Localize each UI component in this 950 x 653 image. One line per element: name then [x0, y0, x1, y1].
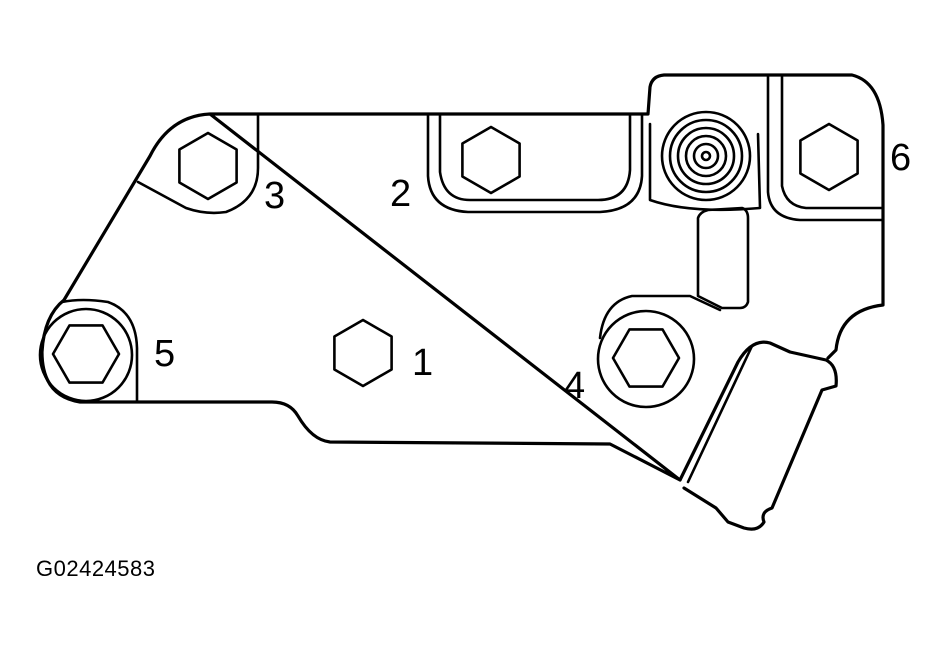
bolt-2-pocket-inner	[438, 113, 632, 202]
figure-id: G02424583	[36, 556, 156, 581]
bolt-label-2: 2	[390, 173, 411, 215]
bolt-3-hex-head	[178, 131, 238, 201]
bolt-4-washer	[596, 309, 696, 409]
stud-column	[648, 122, 762, 212]
bolt-label-4: 4	[564, 365, 585, 407]
bolt-3-boss	[136, 113, 260, 215]
bolt-6-hex-head	[799, 122, 859, 192]
bolt-label-1: 1	[412, 342, 433, 384]
slotted-tab-edge	[686, 344, 754, 484]
bolt-1-hex-head	[333, 318, 393, 388]
bolt-6-pocket	[766, 74, 884, 222]
stud	[660, 110, 752, 202]
bolt-6-pocket-inner	[780, 74, 884, 210]
stud-tab	[696, 206, 750, 310]
bolt-label-3: 3	[264, 175, 285, 217]
bolt-label-5: 5	[154, 333, 175, 375]
bolt-4-hex-head	[611, 328, 681, 388]
bolt-5-hex-head	[51, 324, 121, 384]
bolt-5-washer	[38, 307, 134, 403]
bolt-5-boss	[60, 298, 139, 404]
slotted-tab	[678, 340, 838, 531]
bolt-2-pocket	[426, 113, 644, 214]
bolt-2-hex-head	[461, 125, 521, 195]
bolt-label-6: 6	[890, 137, 911, 179]
bolt-4-boss	[598, 294, 722, 340]
